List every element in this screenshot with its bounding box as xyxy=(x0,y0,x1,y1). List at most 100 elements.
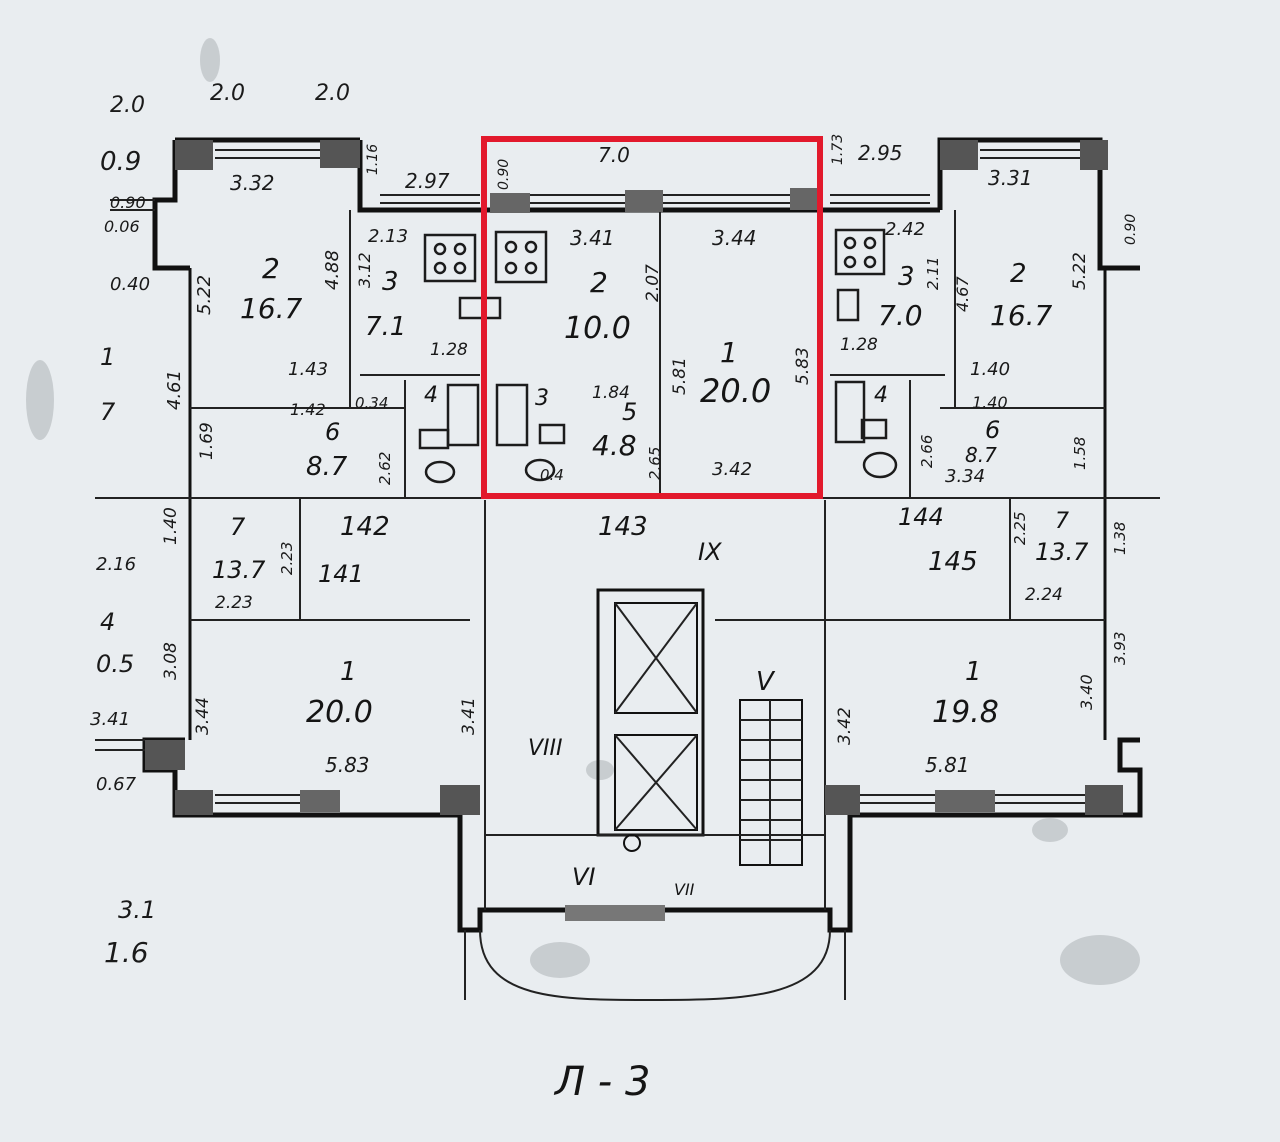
room-number: 7 xyxy=(230,513,246,541)
dim: 1.28 xyxy=(430,340,468,360)
room-area: 13.7 xyxy=(212,556,266,584)
dim: 3.42 xyxy=(835,707,855,745)
room-number: 3 xyxy=(535,386,549,411)
dim: 3.93 xyxy=(1111,632,1129,665)
sheet-label: Л - 3 xyxy=(553,1059,650,1105)
dim: 2.97 xyxy=(405,169,450,193)
dim: 1.40 xyxy=(970,359,1010,380)
dim: 2.95 xyxy=(858,141,903,165)
dim: 1.28 xyxy=(840,335,878,355)
room-number: 7 xyxy=(1055,509,1069,534)
edge-room-num: 1 xyxy=(100,343,115,371)
dim: 4.61 xyxy=(164,370,185,410)
edge-dim: 3.41 xyxy=(90,709,130,730)
dim: 0.90 xyxy=(1123,214,1139,245)
dim: 5.22 xyxy=(194,275,215,315)
area-145: 145 xyxy=(928,547,978,577)
dim: 2.07 xyxy=(643,264,663,302)
dim: 5.81 xyxy=(925,753,970,777)
area-143: 143 xyxy=(598,512,648,542)
dim: 0.4 xyxy=(540,466,564,484)
dim: 2.25 xyxy=(1011,512,1029,545)
dim: 3.32 xyxy=(230,171,275,195)
dim: 5.81 xyxy=(670,357,690,395)
dim: 2.66 xyxy=(918,435,936,468)
dim: 4.67 xyxy=(953,276,972,312)
toilet-icon xyxy=(424,451,898,484)
stair-lift-core xyxy=(464,588,846,1001)
room-number: 3 xyxy=(898,262,915,292)
dim: 1.58 xyxy=(1071,437,1089,470)
dim: 2.62 xyxy=(376,452,394,485)
dim: 2.13 xyxy=(368,226,408,247)
top-dim-2: 2.0 xyxy=(315,81,350,106)
edge-room-num: 4 xyxy=(100,608,115,636)
dim: 1.38 xyxy=(1111,522,1129,555)
outer-walls xyxy=(95,137,1160,933)
area-144: 144 xyxy=(898,503,944,531)
dim: 7.0 xyxy=(598,143,630,167)
room-area: 13.7 xyxy=(1035,538,1089,566)
dim: 3.31 xyxy=(988,166,1033,190)
edge-dim: 2.0 xyxy=(110,93,145,118)
paper-smudges xyxy=(26,38,1140,985)
dim: 2.24 xyxy=(1025,585,1063,605)
dim: 5.83 xyxy=(793,347,813,385)
sink-icon xyxy=(418,288,888,450)
dim: 0.90 xyxy=(496,159,512,190)
dim: 2.23 xyxy=(278,542,296,575)
dim: 1.42 xyxy=(290,400,326,419)
room-area: 7.1 xyxy=(365,312,406,342)
room-number: 6 xyxy=(985,416,1000,444)
dim: 3.44 xyxy=(712,226,757,250)
dim: 1.40 xyxy=(972,393,1008,412)
edge-dim: 0.06 xyxy=(104,217,140,236)
room-number: 2 xyxy=(262,252,280,285)
room-number: 2 xyxy=(1010,259,1027,289)
area-VII: VII xyxy=(674,880,695,899)
dim: 1.43 xyxy=(288,359,328,380)
dim: 0.34 xyxy=(355,394,388,412)
dim: 3.08 xyxy=(161,642,181,680)
dim: 5.22 xyxy=(1070,252,1090,290)
room-area: 16.7 xyxy=(990,299,1053,332)
dim: 2.42 xyxy=(885,219,925,240)
room-number: 5 xyxy=(622,398,637,426)
dim: 1.16 xyxy=(365,144,381,175)
dim: 3.34 xyxy=(945,466,985,487)
room-number: 1 xyxy=(340,657,357,687)
edge-dim: 0.67 xyxy=(96,774,137,795)
dim: 3.41 xyxy=(570,226,615,250)
dim: 3.40 xyxy=(1077,674,1096,710)
room-area: 20.0 xyxy=(306,695,373,730)
edge-dim: 0.90 xyxy=(110,193,146,212)
room-area: 8.7 xyxy=(306,452,348,482)
bathtub-icon xyxy=(446,380,866,447)
top-dim-1: 2.0 xyxy=(210,81,245,106)
room-area: 4.8 xyxy=(592,429,637,462)
stove-icon xyxy=(494,230,548,284)
room-number: 1 xyxy=(965,657,982,687)
dim: 1.69 xyxy=(197,422,217,460)
room-area: 7.0 xyxy=(878,299,923,332)
edge-room-area: 1.6 xyxy=(104,936,149,969)
edge-dim: 0.40 xyxy=(110,274,150,295)
edge-room-num: 3.1 xyxy=(118,896,156,924)
area-IX: IX xyxy=(698,538,722,566)
area-VIII: VIII xyxy=(528,736,563,761)
room-area: 20.0 xyxy=(700,372,771,410)
room-number: 2 xyxy=(590,266,608,299)
selected-apartment-highlight xyxy=(481,136,823,499)
edge-dim: 0.9 xyxy=(100,147,141,177)
area-VI: VI xyxy=(572,863,596,891)
room-area: 16.7 xyxy=(240,292,303,325)
dim: 2.65 xyxy=(646,447,664,480)
stove-icon xyxy=(834,228,886,276)
edge-room-area: 0.5 xyxy=(96,650,134,678)
room-number: 4 xyxy=(874,383,888,408)
room-number: 6 xyxy=(325,418,340,446)
room-area: 8.7 xyxy=(965,443,997,467)
dim: 3.42 xyxy=(712,459,752,480)
